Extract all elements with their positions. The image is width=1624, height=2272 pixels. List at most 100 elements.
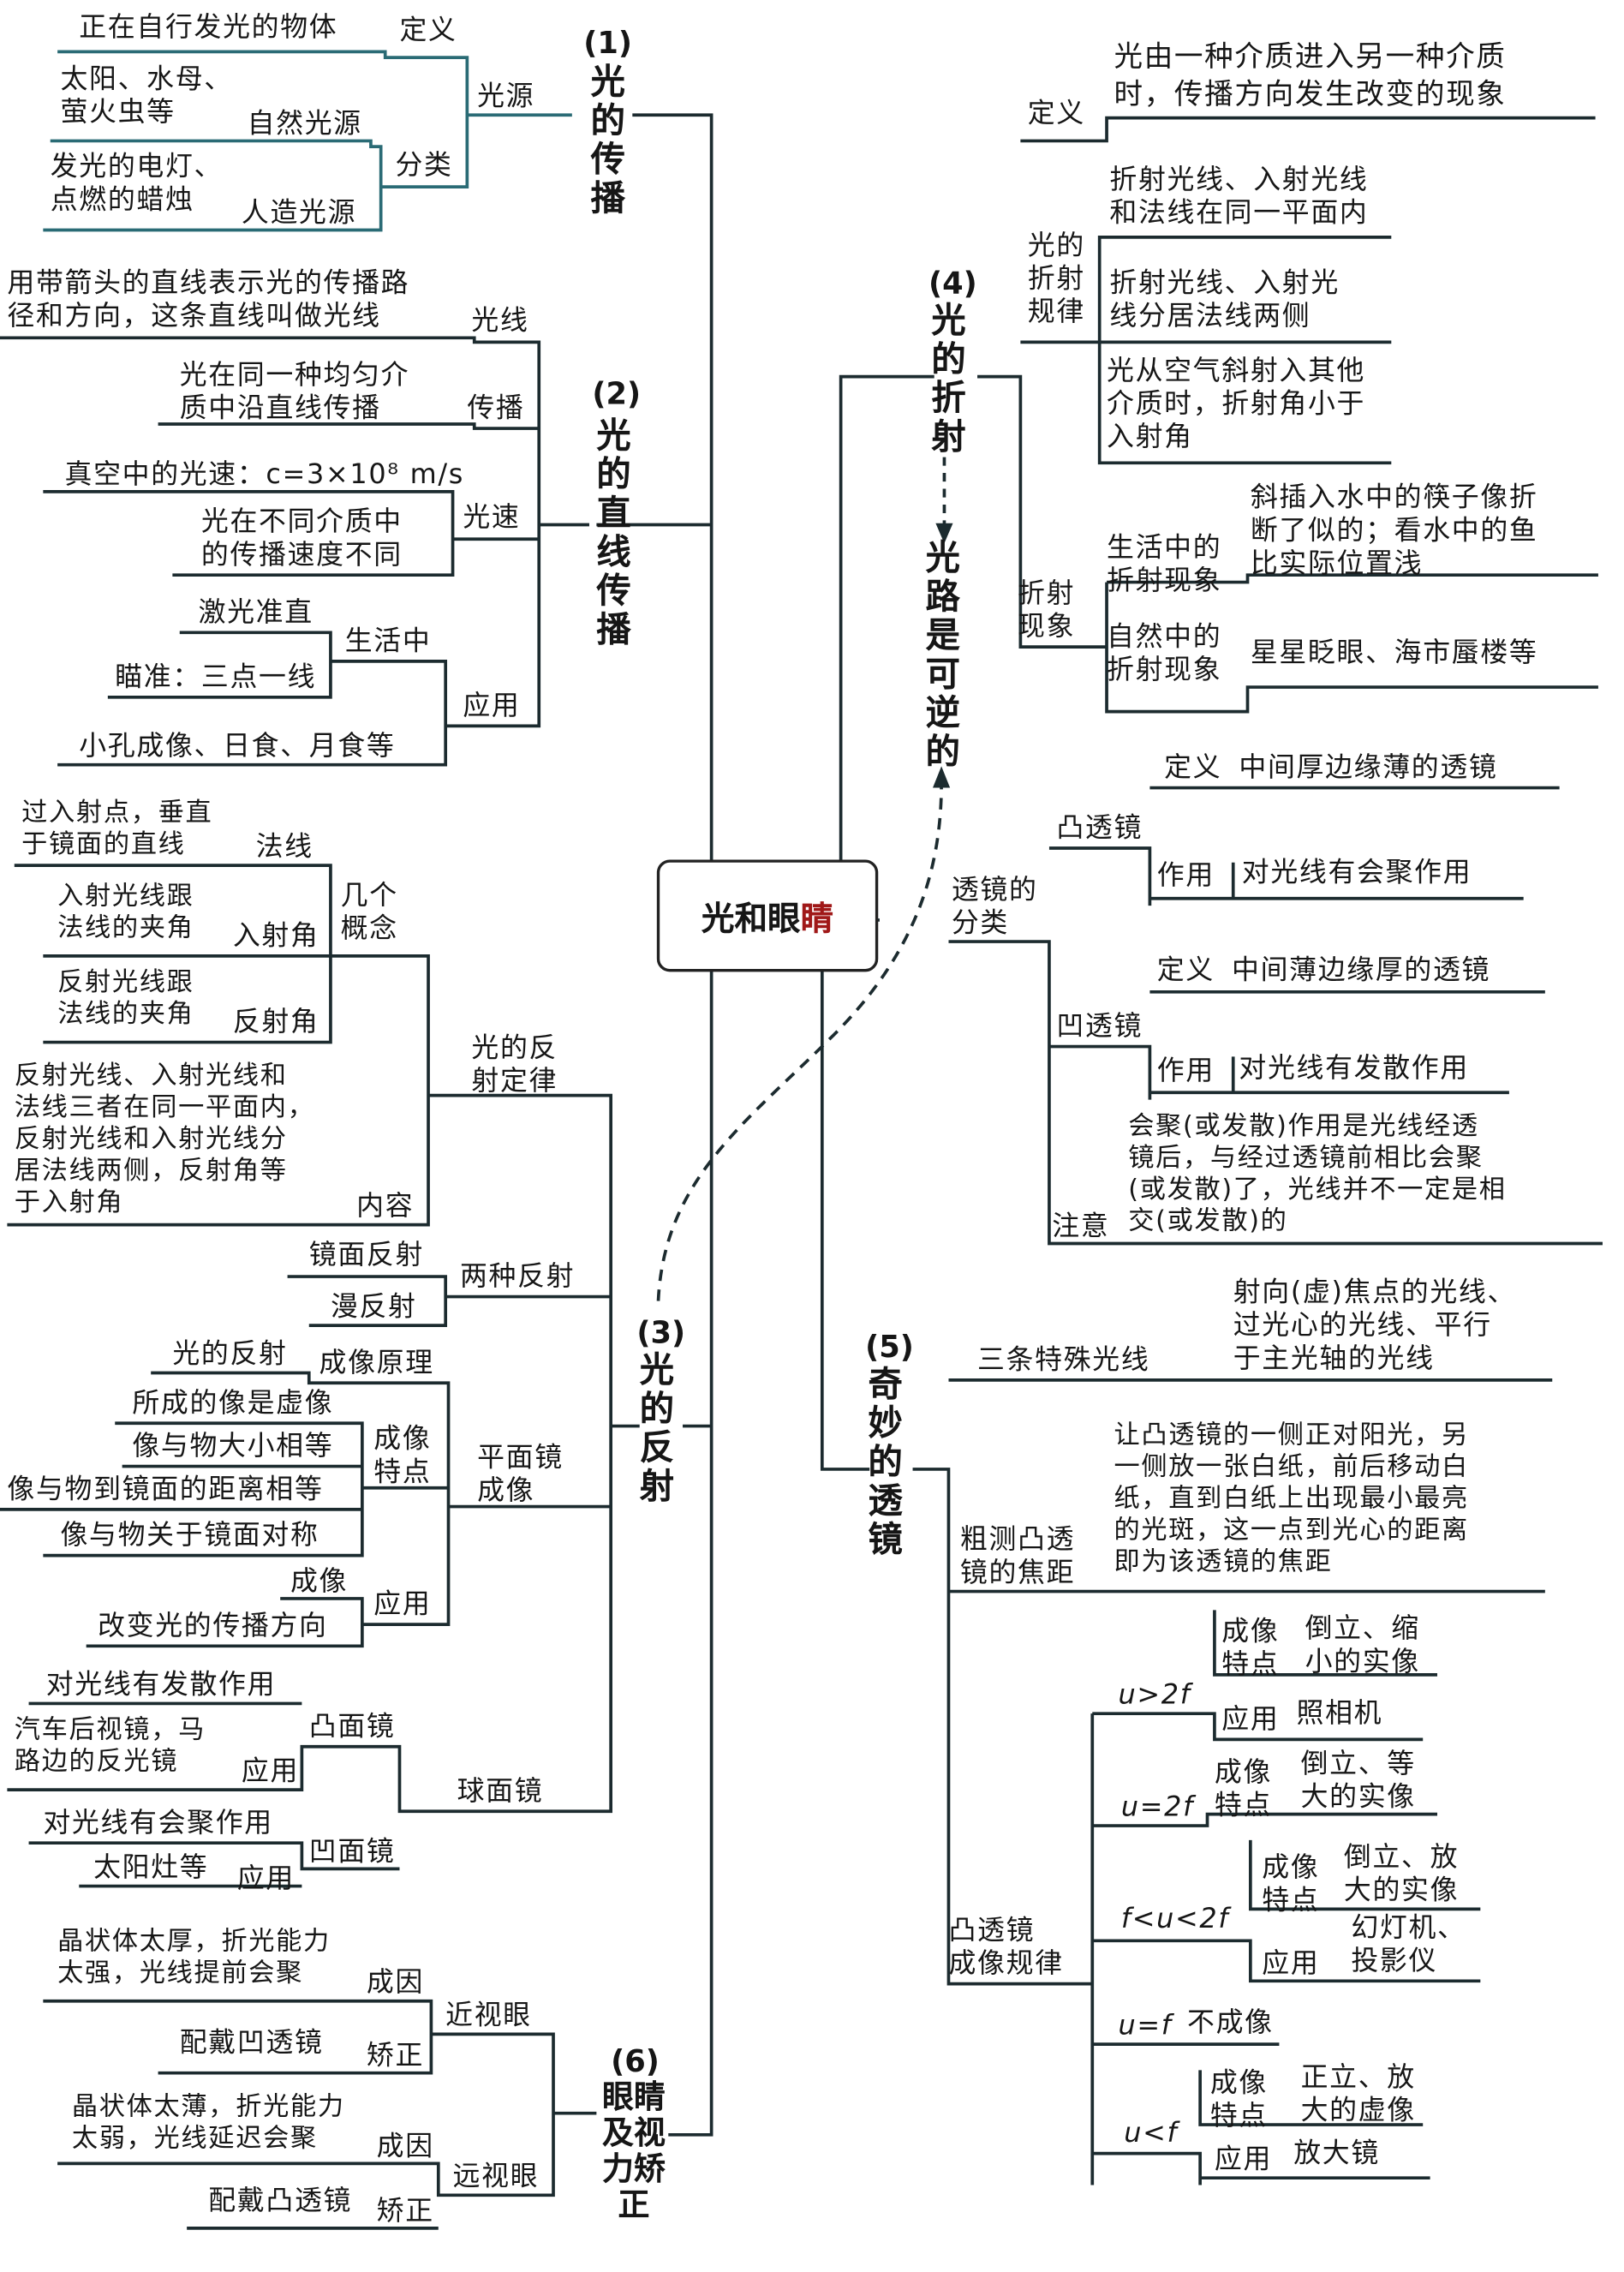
s4-nature-label: 自然中的 折射现象 — [1107, 620, 1222, 686]
s6-myopia-cause-label: 成因 — [366, 1966, 425, 1999]
s1-number: (1) — [583, 26, 633, 61]
arrow-up-icon — [933, 766, 951, 788]
s5-note-text: 会聚(或发散)作用是光线经透 镜后，与经过透镜前相比会聚 (或发散)了，光线并不… — [1128, 1111, 1507, 1237]
s2-prop-label: 传播 — [467, 392, 525, 425]
s5-focal-label: 粗测凸透 镜的焦距 — [959, 1523, 1076, 1589]
s1-classify-label: 分类 — [395, 149, 453, 182]
s6-hyperopia-fix-label: 矫正 — [376, 2195, 434, 2227]
s5-concave-effect: 对光线有发散作用 — [1239, 1052, 1469, 1085]
central-title-accent: 睛 — [800, 901, 834, 939]
s6-myopia-label: 近视眼 — [445, 2000, 532, 2032]
s4-def-text: 光由一种介质进入另一种介质 时，传播方向发生改变的现象 — [1114, 39, 1507, 111]
s4-life-label: 生活中的 折射现象 — [1107, 531, 1222, 597]
s5-concave-effect-label: 作用 — [1156, 1055, 1215, 1087]
s2-speed-media: 光在不同介质中 的传播速度不同 — [200, 505, 403, 571]
s6-hyperopia-cause-label: 成因 — [376, 2130, 434, 2162]
s5-case-2-feature: 倒立、等 大的实像 — [1300, 1748, 1416, 1813]
s3-content-text: 反射光线、入射光线和 法线三者在同一平面内， 反射光线和入射光线分 居法线两侧，… — [14, 1061, 315, 1218]
s4-lines — [977, 116, 1598, 714]
s3-principle-label: 成像原理 — [319, 1347, 434, 1379]
s5-case-3-feature: 倒立、放 大的实像 — [1343, 1841, 1460, 1907]
s3-plane-app-1: 成像 — [290, 1565, 349, 1598]
s1-source-label: 光源 — [477, 80, 535, 112]
s5-case-3-app-label: 应用 — [1262, 1947, 1320, 1980]
s3-concepts-label: 几个 概念 — [340, 879, 398, 945]
s5-case-1-app: 照相机 — [1296, 1697, 1383, 1730]
s5-case-5-app: 放大镜 — [1293, 2137, 1380, 2170]
s3-features-label: 成像 特点 — [373, 1423, 432, 1488]
s5-concave-def-label: 定义 — [1156, 954, 1215, 987]
s5-rays-label: 三条特殊光线 — [977, 1343, 1150, 1376]
s2-ray-text: 用带箭头的直线表示光的传播路 径和方向，这条直线叫做光线 — [7, 267, 410, 332]
s5-convex-def: 中间厚边缘薄的透镜 — [1239, 751, 1498, 784]
trunk-left — [596, 113, 713, 2137]
s5-case-2-feature-label: 成像 特点 — [1214, 1756, 1273, 1822]
s3-incidence-text: 入射光线跟 法线的夹角 — [57, 881, 194, 943]
s6-title: 眼睛及视力矫正 — [602, 2080, 666, 2224]
s1-natural-examples: 太阳、水母、 萤火虫等 — [60, 63, 233, 129]
s5-case-1-app-label: 应用 — [1221, 1703, 1280, 1736]
s4-phen-label: 折射 现象 — [1018, 577, 1076, 643]
s2-laser: 激光准直 — [198, 596, 313, 629]
s5-case-4: u=f — [1118, 2009, 1173, 2042]
s2-speed-vacuum: 真空中的光速：c=3×10⁸ m/s — [64, 458, 465, 491]
s5-convex-label: 凸透镜 — [1056, 812, 1143, 844]
s5-convex-effect-label: 作用 — [1156, 859, 1215, 892]
s5-types-label: 透镜的 分类 — [951, 874, 1038, 939]
s2-speed-label: 光速 — [463, 501, 521, 534]
s5-concave-def: 中间薄边缘厚的透镜 — [1232, 954, 1491, 987]
s4-life-text: 斜插入水中的筷子像折 断了似的；看水中的鱼 比实际位置浅 — [1250, 481, 1538, 580]
s4-title: 光的折射 — [931, 300, 966, 457]
s5-case-3: f<u<2f — [1120, 1903, 1230, 1935]
s4-law-3: 光从空气斜射入其他 介质时，折射角小于 入射角 — [1107, 355, 1366, 453]
s4-law-label: 光的 折射 规律 — [1027, 230, 1085, 328]
s3-convex-label: 凸面镜 — [308, 1710, 396, 1743]
s2-lines — [0, 336, 589, 767]
s2-number: (2) — [592, 376, 642, 411]
s1-title: 光的传播 — [590, 62, 625, 219]
s1-artificial-label: 人造光源 — [241, 196, 357, 229]
s3-specular: 镜面反射 — [308, 1239, 425, 1271]
s4-law-1: 折射光线、入射光线 和法线在同一平面内 — [1109, 164, 1369, 229]
reversible-dashed-curve — [656, 783, 943, 1301]
s3-normal-text: 过入射点，垂直 于镜面的直线 — [21, 798, 213, 860]
s3-number: (3) — [636, 1315, 686, 1350]
s2-prop-text: 光在同一种均匀介 质中沿直线传播 — [179, 359, 410, 425]
s3-plane-label: 平面镜 成像 — [477, 1442, 564, 1507]
s6-hyperopia-fix: 配戴凸透镜 — [208, 2185, 353, 2217]
s5-case-1-feature: 倒立、缩 小的实像 — [1305, 1612, 1420, 1678]
s2-pinhole: 小孔成像、日食、月食等 — [79, 730, 396, 762]
central-title: 光和眼 — [701, 901, 801, 939]
s6-hyperopia-label: 远视眼 — [452, 2161, 540, 2192]
s6-lines — [43, 1999, 597, 2230]
s5-lines — [912, 786, 1603, 2185]
s4-reversible: 光路是可逆的 — [925, 537, 960, 773]
s5-title: 奇妙的透镜 — [868, 1364, 903, 1560]
s4-number: (4) — [928, 266, 977, 301]
s5-case-3-app: 幻灯机、 投影仪 — [1351, 1911, 1466, 1977]
s5-focal-text: 让凸透镜的一侧正对阳光，另 一侧放一张白纸，前后移动白 纸，直到白纸上出现最小最… — [1114, 1420, 1469, 1577]
s4-law-2: 折射光线、入射光 线分居法线两侧 — [1109, 267, 1340, 332]
s3-concave-label: 凹面镜 — [308, 1835, 396, 1868]
s5-number: (5) — [865, 1330, 914, 1365]
s3-reflection-label: 反射角 — [232, 1006, 319, 1038]
s3-feature-4: 像与物关于镜面对称 — [60, 1519, 319, 1552]
s1-lines — [43, 50, 572, 232]
s1-def-text: 正在自行发光的物体 — [79, 11, 338, 44]
s6-myopia-fix-label: 矫正 — [366, 2040, 425, 2072]
s5-case-5-feature-label: 成像 特点 — [1209, 2066, 1269, 2132]
s3-plane-app-label: 应用 — [373, 1588, 432, 1621]
s5-case-2: u=2f — [1120, 1791, 1194, 1823]
s3-spherical-label: 球面镜 — [457, 1775, 544, 1808]
s3-principle-text: 光的反射 — [172, 1338, 288, 1371]
s1-natural-label: 自然光源 — [247, 107, 362, 140]
s5-rays-text: 射向(虚)焦点的光线、 过光心的光线、平行 于主光轴的光线 — [1233, 1277, 1517, 1375]
s2-app-label: 应用 — [463, 690, 521, 722]
s3-incidence-label: 入射角 — [232, 919, 319, 952]
s2-ray-label: 光线 — [471, 304, 529, 337]
s3-two-label: 两种反射 — [459, 1260, 576, 1293]
s3-convex-effect: 对光线有发散作用 — [45, 1669, 277, 1701]
s5-concave-label: 凹透镜 — [1056, 1010, 1143, 1043]
